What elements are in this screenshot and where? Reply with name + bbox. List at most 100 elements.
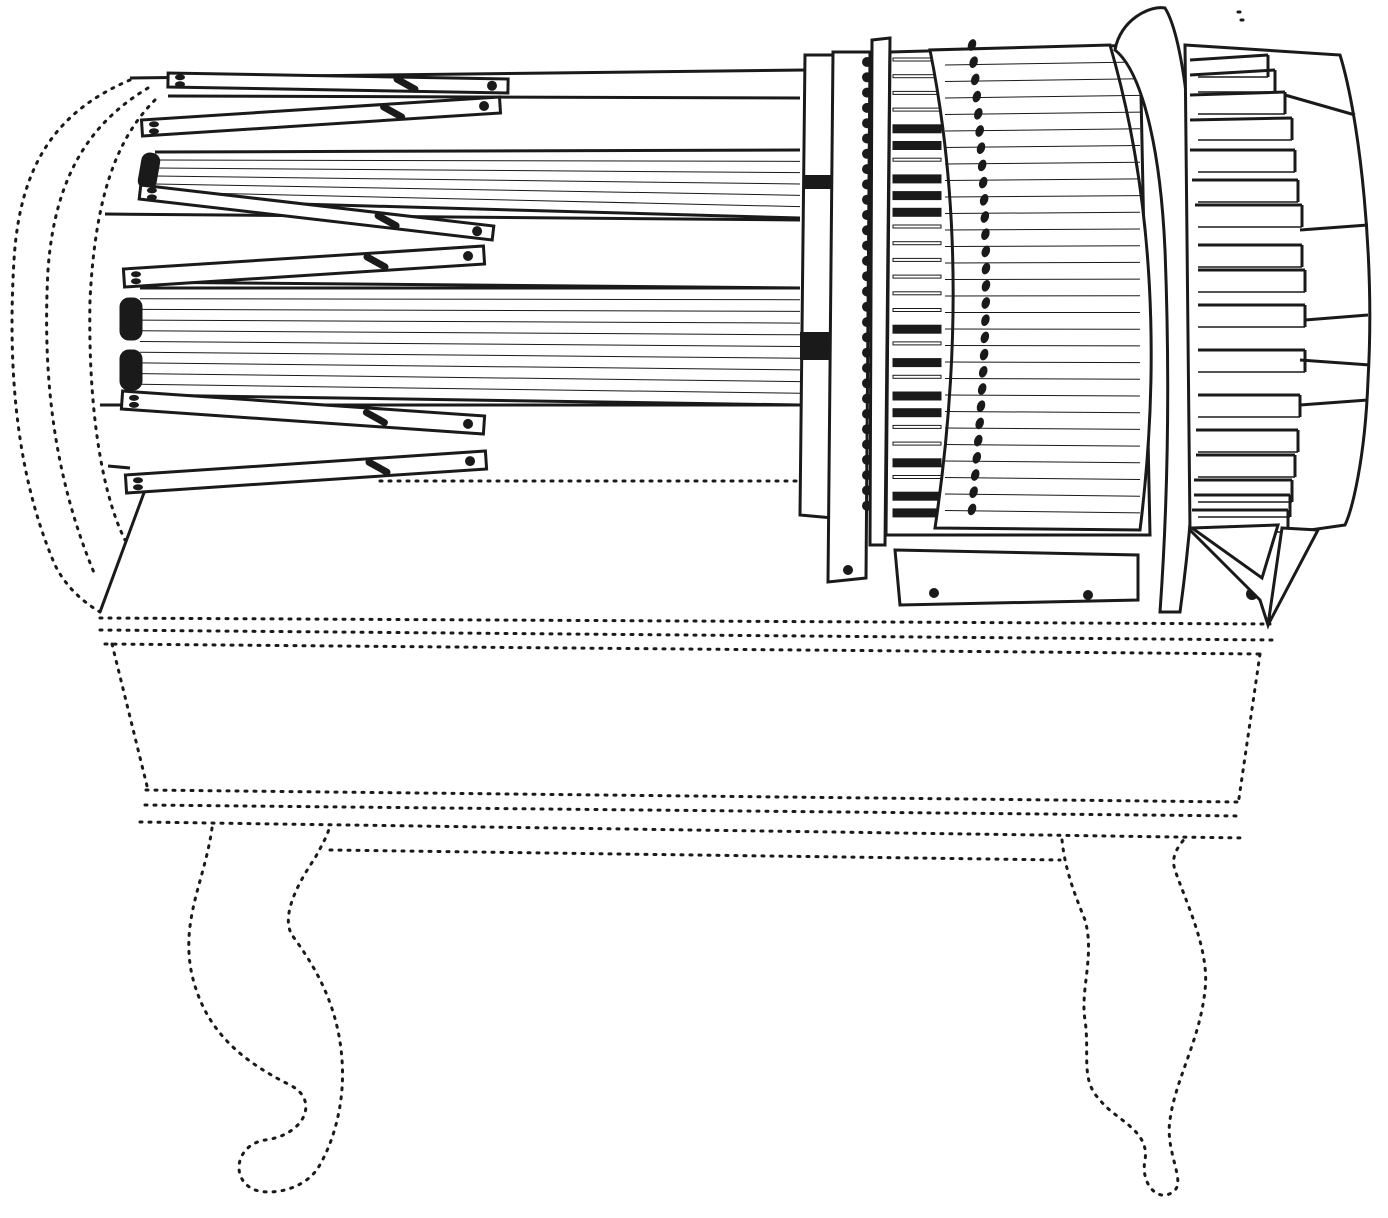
key-edge xyxy=(1189,116,1293,122)
damper xyxy=(892,241,942,246)
hammer-head xyxy=(967,503,977,516)
lever-hole xyxy=(128,401,139,408)
hammer-head xyxy=(981,279,991,292)
hammer-head xyxy=(981,297,991,309)
damper xyxy=(892,308,942,312)
damper xyxy=(892,291,942,296)
tuning-lever xyxy=(137,183,496,242)
drum-line xyxy=(944,161,1141,165)
hammer-head xyxy=(977,383,987,395)
hammer-head xyxy=(976,400,986,413)
string-line xyxy=(139,308,801,312)
hammer-head xyxy=(974,434,983,447)
lever-rivet xyxy=(463,418,474,429)
lever-hole xyxy=(174,74,185,81)
lever-hole xyxy=(174,81,185,88)
stand-top-line-1 xyxy=(98,616,1272,626)
damper xyxy=(892,191,942,201)
stand-rail-4 xyxy=(328,848,1062,862)
string-line xyxy=(139,330,801,336)
string-line xyxy=(139,341,801,347)
lever-hole xyxy=(132,477,143,484)
lever-rivet xyxy=(479,101,490,112)
damper xyxy=(892,124,942,134)
tuning-pin xyxy=(862,210,872,220)
drum-line xyxy=(944,394,1141,397)
damper xyxy=(892,207,942,217)
damper xyxy=(892,157,942,162)
lever-hole xyxy=(130,278,141,285)
lever-slot xyxy=(362,409,388,426)
stand-left-leg xyxy=(187,823,345,1194)
damper xyxy=(892,324,942,334)
hammer-head xyxy=(976,142,986,155)
stand-right-leg xyxy=(1060,836,1208,1197)
drum-line xyxy=(944,245,1141,247)
hammer-head xyxy=(977,159,987,172)
hammer-head xyxy=(978,176,988,189)
pin-rail-clamp xyxy=(803,175,831,189)
string-line xyxy=(139,319,801,324)
string-line xyxy=(104,212,801,222)
stand-top-line-2 xyxy=(98,628,1274,642)
hidden-outlines xyxy=(10,10,1274,1197)
drum-line xyxy=(944,493,1141,497)
keyboard-cheek xyxy=(1266,526,1321,626)
damper xyxy=(892,174,942,184)
string-line xyxy=(154,191,801,208)
arch-frame xyxy=(1113,6,1202,614)
hammer-head xyxy=(975,125,984,137)
tuning-lever xyxy=(166,71,510,95)
lever-hole xyxy=(146,194,157,201)
hammer-head xyxy=(978,365,988,378)
string-anchor xyxy=(119,297,143,341)
hammer-head xyxy=(969,486,978,499)
case-lower-left-edge xyxy=(98,489,147,613)
lever-slot xyxy=(393,75,419,93)
damper xyxy=(892,274,942,279)
damper xyxy=(892,458,942,468)
lever-hole xyxy=(148,128,159,135)
hitch-rail xyxy=(868,36,892,547)
key-bed-screw xyxy=(929,588,939,598)
lever-hole xyxy=(132,484,143,491)
tuning-pin xyxy=(862,271,872,282)
tuning-pin xyxy=(862,133,872,144)
damper xyxy=(892,374,942,379)
case-back-mid-dotted xyxy=(45,86,150,577)
tuning-pin xyxy=(862,72,872,83)
stand-top-line-3 xyxy=(103,642,1264,656)
damper xyxy=(892,408,942,418)
damper xyxy=(892,141,942,150)
key-bed xyxy=(893,548,1140,607)
hammer-head xyxy=(979,348,989,361)
drum-line xyxy=(944,178,1141,181)
string-line xyxy=(139,383,801,394)
damper xyxy=(892,341,942,346)
hammer-head xyxy=(967,39,977,51)
lever-hole xyxy=(128,394,139,401)
drum-line xyxy=(944,411,1141,414)
tuning-lever xyxy=(119,389,487,436)
tuning-pin xyxy=(862,87,872,98)
key-edge xyxy=(1189,68,1276,77)
lever-slot xyxy=(380,103,406,121)
keyboard xyxy=(1183,43,1372,630)
string-line xyxy=(139,393,801,407)
string-line xyxy=(139,351,801,359)
tuning-pin xyxy=(862,164,872,175)
hammer-head xyxy=(970,73,980,86)
damper xyxy=(892,391,942,401)
string-line xyxy=(154,183,801,196)
hammer-head xyxy=(979,193,989,206)
lever-hole xyxy=(148,121,159,128)
damper xyxy=(892,441,942,446)
lever-slot xyxy=(363,253,389,271)
string-line xyxy=(139,298,801,301)
drum-line xyxy=(944,261,1141,264)
corner-mark xyxy=(1236,10,1250,22)
string-line xyxy=(154,175,801,185)
damper xyxy=(892,491,942,501)
damper xyxy=(892,257,942,262)
tuning-pin xyxy=(862,194,872,205)
